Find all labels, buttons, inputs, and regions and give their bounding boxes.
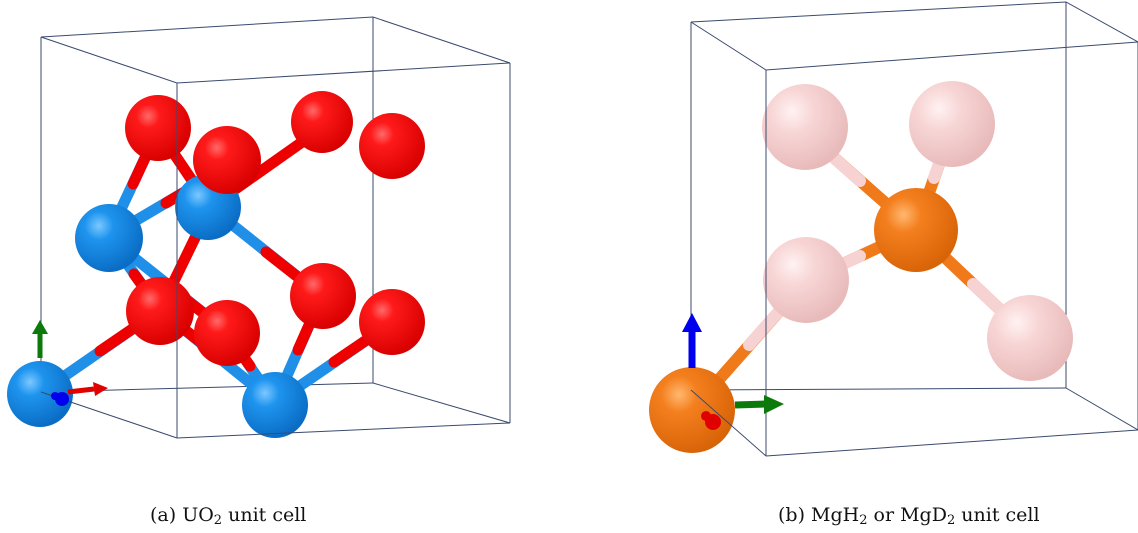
caption-b-subscript-1: 2 [859, 513, 868, 528]
axis-x-arrowhead [93, 382, 108, 396]
caption-a-subscript: 2 [213, 513, 223, 528]
atom-hydrogen [762, 84, 848, 170]
atom-uranium [75, 204, 143, 272]
atom-magnesium [649, 367, 735, 453]
panel-b-bonds [686, 121, 1036, 416]
panel-a-uo2-unit-cell [7, 16, 511, 439]
caption-panel-a: (a) UO2 unit cell [150, 504, 306, 528]
atom-oxygen [359, 113, 425, 179]
caption-b-suffix: unit cell [955, 504, 1040, 526]
atom-oxygen [194, 300, 260, 366]
caption-a-suffix: unit cell [222, 504, 307, 526]
atom-oxygen [193, 126, 261, 194]
panel-b-atoms [649, 81, 1073, 453]
caption-b-prefix: (b) MgH [778, 504, 860, 526]
atom-oxygen [126, 277, 194, 345]
caption-a-prefix: (a) UO [150, 504, 214, 526]
axis-y-arrowhead [32, 320, 48, 334]
panel-a-atoms [7, 91, 425, 438]
axis-z-arrowhead [682, 313, 702, 332]
atom-hydrogen [909, 81, 995, 167]
caption-b-mid: or MgD [867, 504, 947, 526]
atom-oxygen [290, 263, 356, 329]
axis-x-arrow [67, 386, 95, 395]
panel-b-mgh2-unit-cell [649, 1, 1138, 457]
atom-uranium [7, 361, 73, 427]
axis-y-arrow [734, 400, 766, 409]
atom-hydrogen [987, 295, 1073, 381]
panel-a-axis-triad [32, 320, 108, 406]
atom-hydrogen [763, 237, 849, 323]
axis-y-arrowhead [764, 395, 784, 414]
panel-b-axis-triad [682, 313, 784, 430]
atom-oxygen [291, 91, 353, 153]
caption-b-subscript-2: 2 [946, 513, 956, 528]
atom-uranium [242, 372, 308, 438]
atom-oxygen [359, 289, 425, 355]
panel-b-cell-front-edges [690, 42, 1138, 457]
atom-oxygen [125, 95, 191, 161]
atom-magnesium [874, 188, 958, 272]
caption-panel-b: (b) MgH2 or MgD2 unit cell [778, 504, 1040, 528]
